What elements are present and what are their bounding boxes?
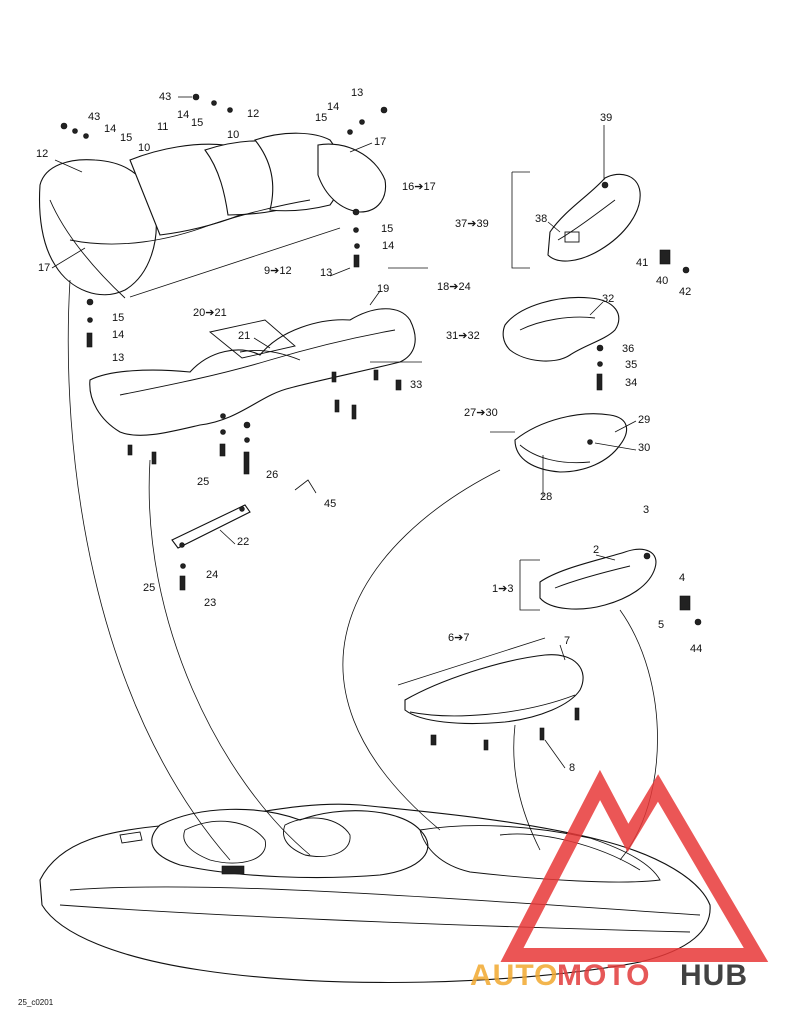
- callout-40: 40: [656, 275, 668, 287]
- callout-14a: 14: [104, 123, 116, 135]
- callout-6-7: 6➔7: [448, 632, 469, 644]
- hardware: [60, 93, 702, 751]
- callout-14c: 14: [327, 101, 339, 113]
- callout-1-3: 1➔3: [492, 583, 513, 595]
- callout-19: 19: [377, 283, 389, 295]
- callout-22: 22: [237, 536, 249, 548]
- watermark-text-c: HUB: [680, 959, 748, 992]
- callout-3: 3: [643, 504, 649, 516]
- pad-27-30: [490, 413, 628, 473]
- lead-lines: [67, 279, 658, 861]
- callout-12a: 12: [36, 148, 48, 160]
- callout-44: 44: [690, 643, 702, 655]
- callout-43a: 43: [159, 91, 171, 103]
- callout-25b: 25: [143, 582, 155, 594]
- callout-12b: 12: [247, 108, 259, 120]
- watermark-text-a: AUTO: [470, 959, 558, 992]
- callout-43b: 43: [88, 111, 100, 123]
- callout-15e: 15: [112, 312, 124, 324]
- callout-28: 28: [540, 491, 552, 503]
- callout-45: 45: [324, 498, 336, 510]
- callout-35: 35: [625, 359, 637, 371]
- grab-handle-37-39: [511, 171, 641, 269]
- callout-13b: 13: [320, 267, 332, 279]
- callout-26: 26: [266, 469, 278, 481]
- callout-5: 5: [658, 619, 664, 631]
- callout-13c: 13: [112, 352, 124, 364]
- callout-18-24: 18➔24: [437, 281, 471, 293]
- callout-16-17: 16➔17: [402, 181, 436, 193]
- callout-4: 4: [679, 572, 685, 584]
- callout-25a: 25: [197, 476, 209, 488]
- watermark-logo: AUTO MOTO HUB: [470, 769, 769, 992]
- callout-32: 32: [602, 293, 614, 305]
- rear-seat-assembly: [38, 132, 428, 299]
- callout-36: 36: [622, 343, 634, 355]
- callout-15b: 15: [191, 117, 203, 129]
- grab-handle-1-3: [519, 548, 657, 611]
- callout-14b: 14: [177, 109, 189, 121]
- callout-21: 21: [238, 330, 250, 342]
- callout-37-39: 37➔39: [455, 218, 489, 230]
- callout-34: 34: [625, 377, 637, 389]
- callout-17b: 17: [38, 262, 50, 274]
- callout-27-30: 27➔30: [464, 407, 498, 419]
- hull-bracket-icon: [221, 865, 245, 875]
- callout-33: 33: [410, 379, 422, 391]
- watermark-text-b: MOTO: [557, 959, 650, 992]
- callout-leaders: [51, 96, 637, 769]
- callout-39: 39: [600, 112, 612, 124]
- callout-29: 29: [638, 414, 650, 426]
- callout-30: 30: [638, 442, 650, 454]
- seat-bracket-22: [171, 504, 251, 549]
- callout-23: 23: [204, 597, 216, 609]
- callout-31-32: 31➔32: [446, 330, 480, 342]
- callout-15c: 15: [315, 112, 327, 124]
- callout-38: 38: [535, 213, 547, 225]
- callout-14e: 14: [112, 329, 124, 341]
- callout-7: 7: [564, 635, 570, 647]
- callout-13a: 13: [351, 87, 363, 99]
- callout-9-12: 9➔12: [264, 265, 292, 277]
- diagram-reference: 25_c0201: [18, 998, 54, 1007]
- callout-8: 8: [569, 762, 575, 774]
- callout-24: 24: [206, 569, 218, 581]
- watercraft-hull: [39, 803, 711, 984]
- watermark-triangle-icon: [500, 769, 769, 962]
- main-seat-assembly: [89, 308, 422, 436]
- callout-11: 11: [157, 121, 168, 133]
- callout-10a: 10: [138, 142, 150, 154]
- callout-41: 41: [636, 257, 648, 269]
- callout-17a: 17: [374, 136, 386, 148]
- callout-20-21: 20➔21: [193, 307, 227, 319]
- callout-42: 42: [679, 286, 691, 298]
- pad-6-7: [397, 637, 584, 725]
- callouts: 1➔3 2 3 4 5 6➔7 7 8 9➔12 10 10 11 12 12 …: [36, 87, 702, 774]
- callout-2: 2: [593, 544, 599, 556]
- callout-10b: 10: [227, 129, 239, 141]
- callout-14d: 14: [382, 240, 394, 252]
- cushion-31-32: [502, 296, 620, 362]
- callout-15a: 15: [120, 132, 132, 144]
- callout-15d: 15: [381, 223, 393, 235]
